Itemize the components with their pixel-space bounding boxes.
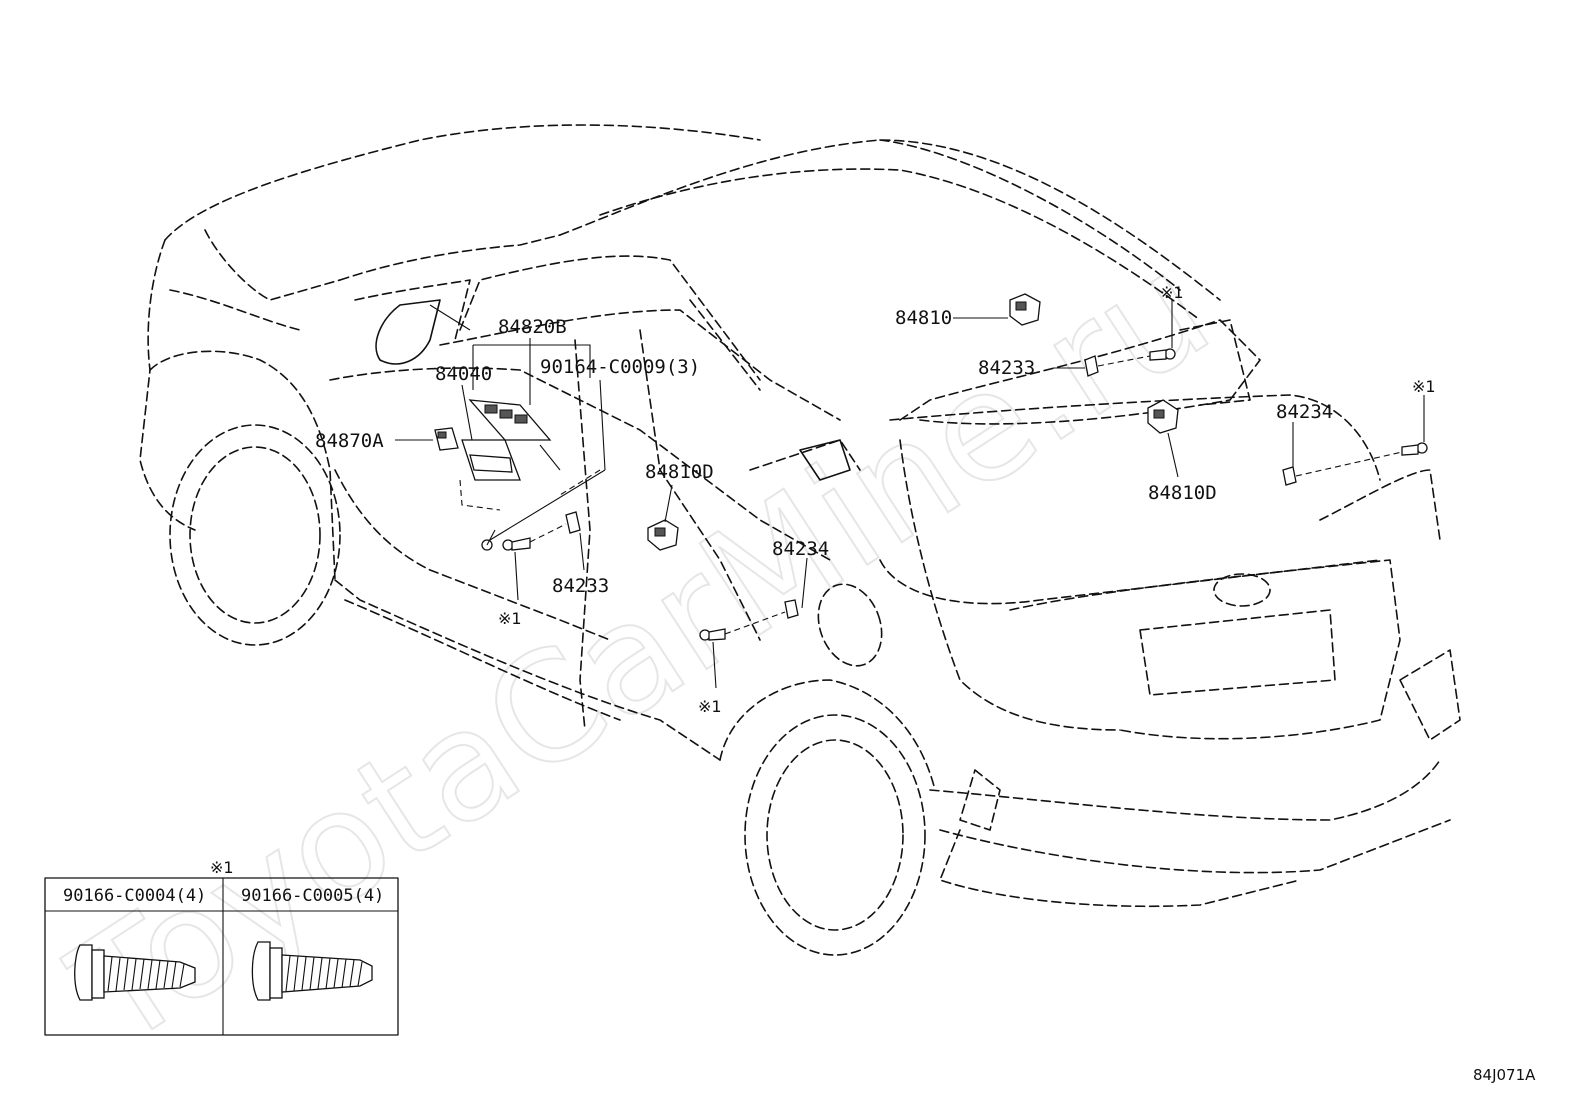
bolt-right xyxy=(1401,442,1428,456)
label-84233-low: 84233 xyxy=(552,575,609,597)
clip-84233-low xyxy=(565,511,581,534)
mark-low-left: ※1 xyxy=(498,609,522,628)
label-84810D-mid: 84810D xyxy=(645,461,714,483)
callout-labels: 84820B 84040 90164-C0009(3) 84870A 84810… xyxy=(315,307,1333,597)
part-84810 xyxy=(1009,293,1041,326)
clip-84234-mid xyxy=(784,599,799,619)
label-84810: 84810 xyxy=(895,307,952,329)
mark-top: ※1 xyxy=(1160,283,1184,302)
bolt-top xyxy=(1149,348,1176,361)
label-90164: 90164-C0009(3) xyxy=(540,356,700,378)
label-84810D-right: 84810D xyxy=(1148,482,1217,504)
part-84810D-right xyxy=(1147,399,1179,434)
label-84234-mid: 84234 xyxy=(772,538,829,560)
label-84040: 84040 xyxy=(435,363,492,385)
part-84810D-mid xyxy=(647,519,679,551)
legend-mark: ※1 xyxy=(210,858,234,877)
label-84233-top: 84233 xyxy=(978,357,1035,379)
part-84040 xyxy=(459,439,521,511)
mark-right: ※1 xyxy=(1412,377,1436,396)
legend-col1: 90166-C0004(4) xyxy=(63,886,206,906)
bolt-left xyxy=(502,537,531,551)
leader-lines xyxy=(395,300,1425,689)
bolt-90166-C0004-icon xyxy=(74,944,196,1001)
vehicle-outline xyxy=(139,124,1461,956)
mark-mid: ※1 xyxy=(698,697,722,716)
fastener-legend: ※1 90166-C0004(4) 90166-C0005(4) xyxy=(44,858,399,1036)
diagram-reference: 84J071A xyxy=(1473,1066,1536,1084)
bolt-marks: ※1 ※1 ※1 ※1 xyxy=(498,283,1436,716)
label-84234-right: 84234 xyxy=(1276,401,1333,423)
label-84820B: 84820B xyxy=(498,316,567,338)
part-84870A xyxy=(434,427,459,451)
label-84870A: 84870A xyxy=(315,430,384,452)
clip-84233-top xyxy=(1084,355,1099,377)
part-84820B xyxy=(468,399,561,471)
clip-84234-right xyxy=(1282,466,1297,486)
bolt-90166-C0005-icon xyxy=(251,941,373,1001)
legend-col2: 90166-C0005(4) xyxy=(241,886,384,906)
bolt-mid xyxy=(699,628,726,641)
bolt-left-upper xyxy=(481,529,496,551)
